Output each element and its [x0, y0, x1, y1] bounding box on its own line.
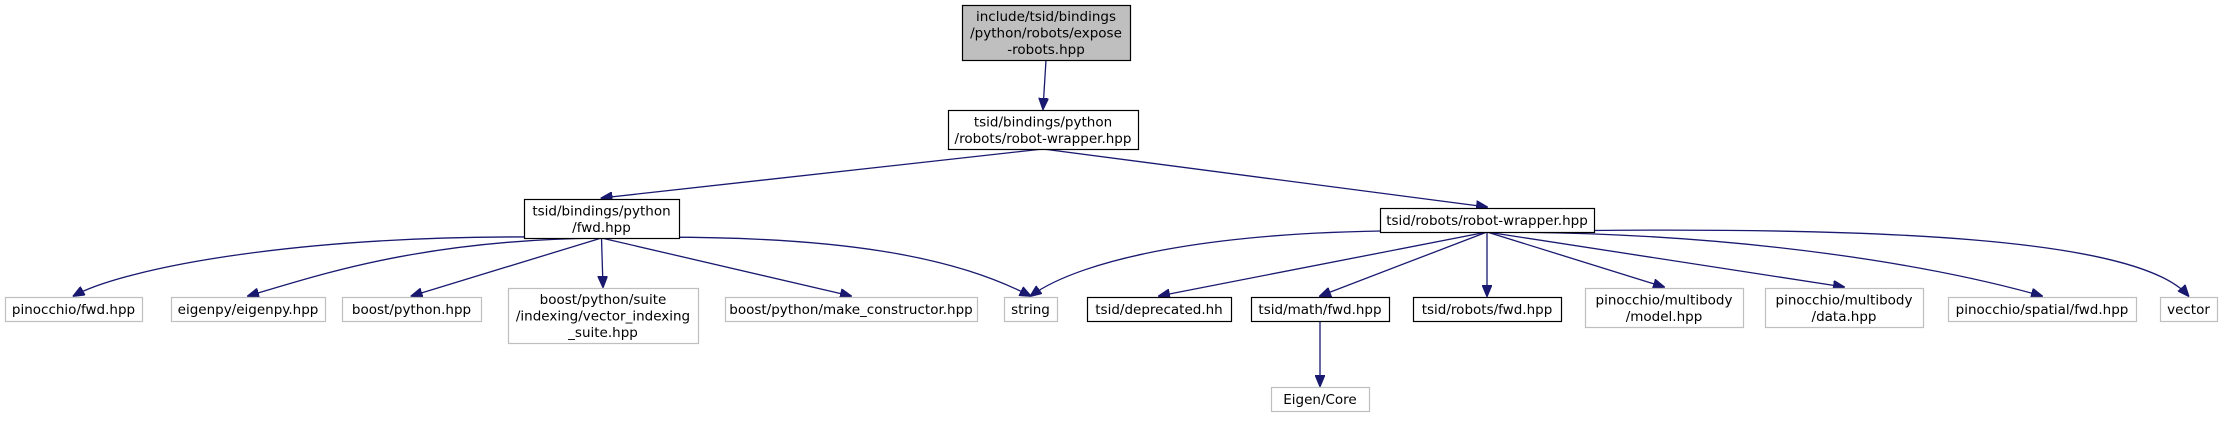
node-root[interactable]: include/tsid/bindings/python/robots/expo…	[961, 4, 1132, 62]
node-label-line: boost/python/suite	[540, 292, 667, 308]
node-robot-wrapper[interactable]: tsid/robots/robot-wrapper.hpp	[1379, 207, 1596, 234]
edge-py-fwd-to-string	[601, 236, 1031, 296]
node-box	[2159, 296, 2219, 323]
node-box	[1379, 207, 1596, 234]
edge-py-fwd-to-make-constructor	[601, 237, 852, 296]
node-make-constructor[interactable]: boost/python/make_constructor.hpp	[724, 296, 979, 323]
node-box	[170, 296, 327, 323]
node-py-fwd[interactable]: tsid/bindings/python/fwd.hpp	[523, 198, 681, 240]
node-label-line: /model.hpp	[1626, 309, 1703, 325]
edge-py-robot-wrapper-to-robot-wrapper	[1042, 148, 1487, 207]
node-label-line: tsid/robots/robot-wrapper.hpp	[1386, 213, 1588, 229]
node-box	[523, 198, 681, 240]
node-label-line: pinocchio/spatial/fwd.hpp	[1956, 302, 2129, 318]
node-box	[507, 287, 700, 345]
node-label-line: -robots.hpp	[1007, 42, 1085, 58]
node-multibody-data[interactable]: pinocchio/multibody/data.hpp	[1764, 287, 1925, 329]
node-box	[1003, 296, 1059, 323]
node-label-line: pinocchio/multibody	[1596, 292, 1733, 308]
node-box	[1412, 296, 1563, 323]
edge-py-fwd-to-eigenpy	[248, 237, 602, 296]
node-boost-python[interactable]: boost/python.hpp	[341, 296, 483, 323]
node-math-fwd[interactable]: tsid/math/fwd.hpp	[1250, 296, 1391, 323]
node-box	[1947, 296, 2138, 323]
node-box	[961, 4, 1132, 62]
node-label-line: tsid/deprecated.hh	[1095, 302, 1222, 318]
node-label-line: vector	[2167, 302, 2210, 318]
node-box	[1270, 386, 1371, 413]
edge-py-fwd-to-boost-python	[412, 237, 602, 296]
node-label-line: tsid/bindings/python	[532, 203, 670, 219]
node-label-line: /python/robots/expose	[970, 26, 1122, 42]
node-box	[1086, 296, 1233, 323]
node-box	[1250, 296, 1391, 323]
node-label-line: Eigen/Core	[1283, 392, 1357, 408]
node-label-line: eigenpy/eigenpy.hpp	[178, 302, 319, 318]
node-label-line: boost/python/make_constructor.hpp	[729, 302, 973, 318]
edge-robot-wrapper-to-math-fwd	[1320, 231, 1488, 296]
node-label-line: include/tsid/bindings	[976, 9, 1116, 25]
node-box	[341, 296, 483, 323]
edge-py-robot-wrapper-to-py-fwd	[602, 148, 1044, 198]
node-box	[1584, 287, 1745, 329]
node-label-line: /indexing/vector_indexing	[516, 309, 690, 325]
node-label-line: /data.hpp	[1812, 309, 1877, 325]
node-vector-indexing[interactable]: boost/python/suite/indexing/vector_index…	[507, 287, 700, 345]
edge-robot-wrapper-to-deprecated	[1159, 231, 1488, 296]
node-spatial-fwd[interactable]: pinocchio/spatial/fwd.hpp	[1947, 296, 2138, 323]
node-layer: include/tsid/bindings/python/robots/expo…	[4, 4, 2219, 413]
node-label-line: _suite.hpp	[567, 325, 638, 341]
node-vector[interactable]: vector	[2159, 296, 2219, 323]
node-box	[724, 296, 979, 323]
node-deprecated[interactable]: tsid/deprecated.hh	[1086, 296, 1233, 323]
edge-py-fwd-to-vector-indexing	[602, 237, 604, 287]
edge-robot-wrapper-to-string	[1031, 230, 1488, 296]
node-py-robot-wrapper[interactable]: tsid/bindings/python/robots/robot-wrappe…	[947, 109, 1140, 151]
node-label-line: boost/python.hpp	[352, 302, 471, 318]
node-label-line: string	[1011, 302, 1050, 318]
node-label-line: tsid/math/fwd.hpp	[1258, 302, 1381, 318]
node-box	[1764, 287, 1925, 329]
edge-root-to-py-robot-wrapper	[1043, 59, 1046, 109]
node-pinocchio-fwd[interactable]: pinocchio/fwd.hpp	[4, 296, 144, 323]
node-label-line: pinocchio/fwd.hpp	[12, 302, 135, 318]
node-label-line: pinocchio/multibody	[1776, 292, 1913, 308]
node-box	[947, 109, 1140, 151]
node-robots-fwd[interactable]: tsid/robots/fwd.hpp	[1412, 296, 1563, 323]
node-label-line: /robots/robot-wrapper.hpp	[955, 131, 1132, 147]
node-eigenpy[interactable]: eigenpy/eigenpy.hpp	[170, 296, 327, 323]
edge-robot-wrapper-to-spatial-fwd	[1486, 231, 2042, 296]
node-multibody-model[interactable]: pinocchio/multibody/model.hpp	[1584, 287, 1745, 329]
node-label-line: tsid/robots/fwd.hpp	[1422, 302, 1553, 318]
edge-robot-wrapper-to-vector	[1486, 229, 2189, 296]
edge-robot-wrapper-to-multibody-model	[1486, 231, 1664, 287]
edge-py-fwd-to-pinocchio-fwd	[74, 236, 602, 296]
node-label-line: tsid/bindings/python	[974, 114, 1112, 130]
node-string[interactable]: string	[1003, 296, 1059, 323]
node-label-line: /fwd.hpp	[572, 220, 631, 236]
node-eigen-core[interactable]: Eigen/Core	[1270, 386, 1371, 413]
node-box	[4, 296, 144, 323]
edge-layer	[74, 59, 2189, 386]
edge-robot-wrapper-to-multibody-data	[1486, 231, 1844, 287]
